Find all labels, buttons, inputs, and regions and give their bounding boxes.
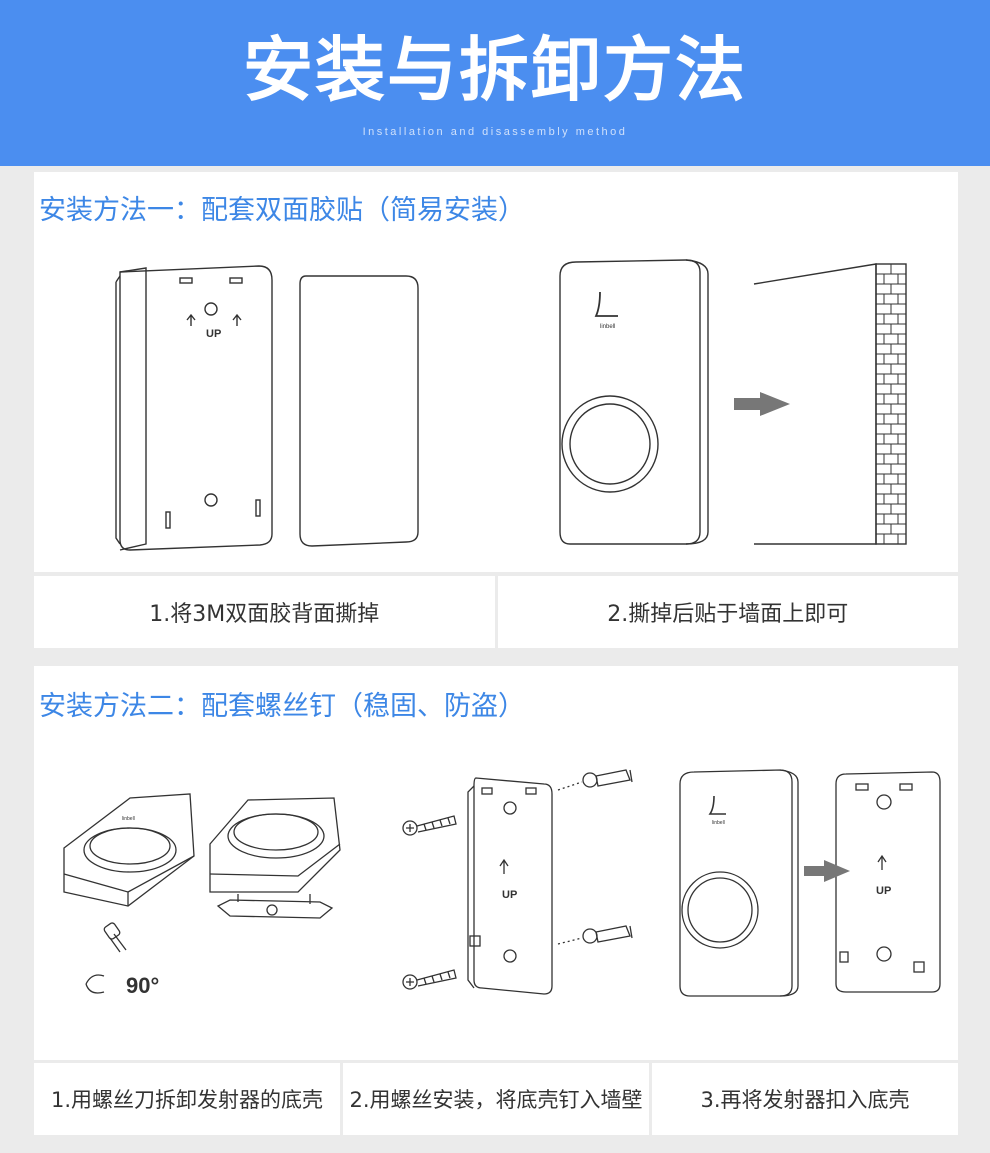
transmitter-open-illustration: [209, 797, 341, 919]
brick-wall-illustration: [753, 263, 907, 545]
method-two-panel: 安装方法二：配套螺丝钉（稳固、防盗）: [34, 666, 958, 1060]
method-one-panel: 安装方法一：配套双面胶贴（简易安装） UP: [34, 172, 958, 572]
method-one-title: 安装方法一：配套双面胶贴（简易安装）: [39, 195, 525, 226]
page-title: 安装与拆卸方法: [243, 29, 747, 111]
method-two-title: 安装方法二：配套螺丝钉（稳固、防盗）: [39, 691, 525, 722]
base-plate-step3-illustration: [835, 771, 941, 993]
up-label: UP: [206, 328, 221, 340]
screwdriver-icon: [85, 922, 127, 994]
method-two-step-3: 3.再将发射器扣入底壳: [652, 1063, 958, 1135]
back-shell-illustration: [115, 265, 273, 551]
adhesive-tape-illustration: [299, 275, 419, 547]
method-one-step-2: 2.撕掉后贴于墙面上即可: [497, 576, 958, 648]
method-two-captions: 1.用螺丝刀拆卸发射器的底壳 2.用螺丝安装，将底壳钉入墙壁 3.再将发射器扣入…: [34, 1063, 958, 1135]
method-one-illustration: UP linbell: [115, 259, 907, 551]
brand-logo-text-1: linbell: [122, 816, 135, 822]
base-plate-illustration: [467, 777, 553, 995]
arrow-right-icon: [734, 392, 790, 416]
rotation-angle-label: 90°: [126, 973, 159, 998]
transmitter-front-step3-illustration: [679, 769, 799, 997]
method-two-illustration: UP UP linbell linbell 90°: [63, 769, 941, 998]
up-label-base: UP: [502, 889, 517, 901]
page-subtitle: Installation and disassembly method: [362, 126, 628, 138]
up-label-step3: UP: [876, 885, 891, 897]
wall-anchor-bottom-icon: [582, 925, 633, 944]
brand-logo-text-2: linbell: [712, 820, 725, 826]
method-one-captions: 1.将3M双面胶背面撕掉 2.撕掉后贴于墙面上即可: [34, 576, 958, 648]
screw-top-icon: [402, 815, 457, 836]
method-one-step-1: 1.将3M双面胶背面撕掉: [34, 576, 495, 648]
page-header: 安装与拆卸方法 Installation and disassembly met…: [0, 0, 990, 166]
brand-logo-text: linbell: [600, 324, 615, 330]
arrow-right-icon: [804, 860, 850, 882]
screw-bottom-icon: [402, 969, 457, 990]
transmitter-front-illustration: [559, 259, 709, 545]
method-two-step-2: 2.用螺丝安装，将底壳钉入墙壁: [343, 1063, 649, 1135]
method-two-step-1: 1.用螺丝刀拆卸发射器的底壳: [34, 1063, 340, 1135]
transmitter-tilted-illustration: [63, 793, 195, 907]
wall-anchor-top-icon: [582, 769, 633, 788]
